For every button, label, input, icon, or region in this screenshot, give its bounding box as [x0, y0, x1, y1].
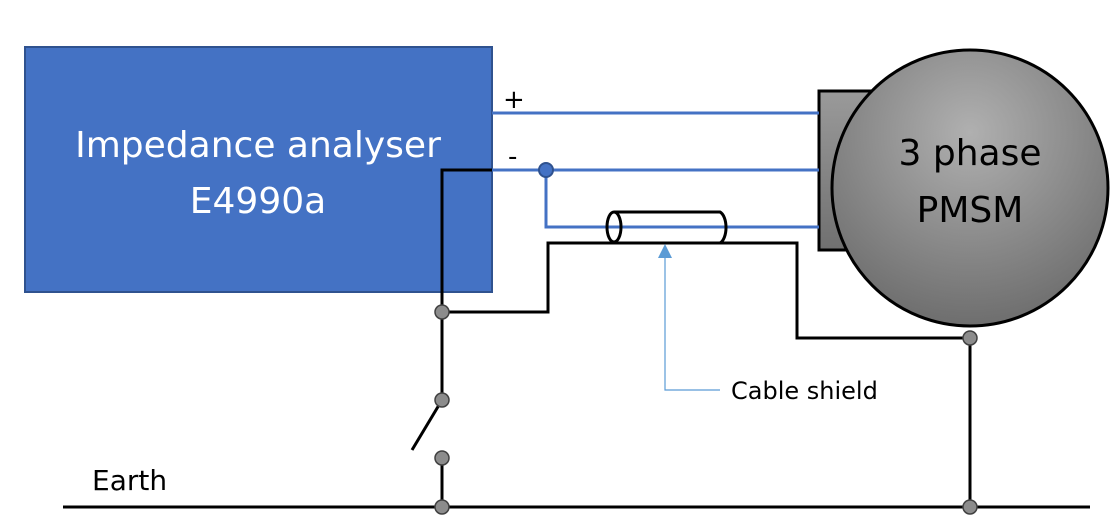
analyser-model: E4990a	[190, 181, 326, 222]
motor-label-line1: 3 phase	[899, 133, 1042, 174]
earth-node-right	[962, 499, 978, 515]
nodes	[434, 304, 978, 515]
motor: 3 phase PMSM	[817, 48, 1110, 328]
switch-node-bottom	[434, 450, 450, 466]
switch-node-top	[434, 392, 450, 408]
junction-node	[538, 162, 554, 178]
analyser-name: Impedance analyser	[75, 125, 441, 166]
motor-ground-node	[962, 330, 978, 346]
minus-branch-wire	[544, 170, 819, 229]
node	[434, 304, 450, 320]
earth-node-left	[434, 499, 450, 515]
motor-label-line2: PMSM	[917, 190, 1024, 231]
switch-blade	[410, 399, 444, 451]
arrow-up-icon	[658, 244, 672, 258]
plus-terminal-label: +	[503, 85, 525, 115]
earth-label: Earth	[92, 464, 167, 497]
cable-shield-label: Cable shield	[731, 377, 878, 405]
impedance-analyser-box: Impedance analyser E4990a	[24, 46, 493, 293]
cable-shield-callout: Cable shield	[658, 244, 878, 405]
minus-terminal-label: -	[508, 142, 517, 172]
